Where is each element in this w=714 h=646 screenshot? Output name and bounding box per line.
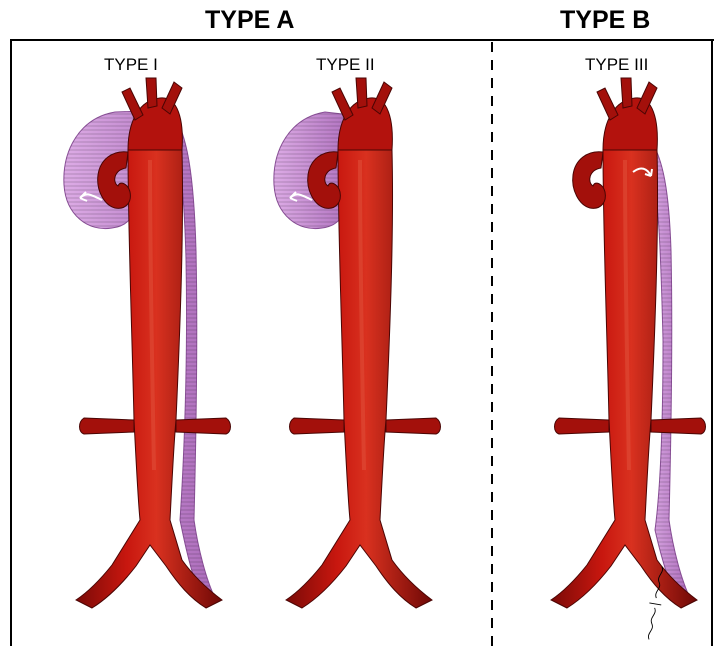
aorta-type-iii bbox=[551, 78, 706, 608]
aorta-type-ii bbox=[274, 78, 441, 608]
aorta-type-i bbox=[64, 78, 231, 608]
